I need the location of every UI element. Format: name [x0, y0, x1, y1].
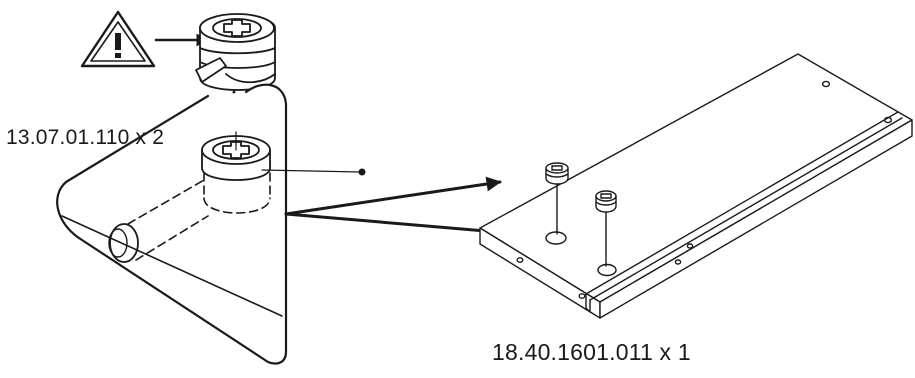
- part-label-panel: 18.40.1601.011 x 1: [492, 339, 691, 365]
- panel: [479, 53, 913, 319]
- cam-fitting-top: [195, 13, 276, 91]
- leader-dot: [358, 168, 366, 176]
- cam-fitting-small-right: [595, 190, 617, 267]
- warning-triangle-icon: [80, 10, 156, 68]
- leader-line: [261, 169, 361, 173]
- cam-fitting-small-left: [545, 162, 569, 235]
- pointer-arrow-upper: [284, 176, 502, 216]
- part-label-cam-fitting: 13.07.01.110 x 2: [6, 126, 165, 149]
- cam-fitting-installed: [201, 131, 271, 181]
